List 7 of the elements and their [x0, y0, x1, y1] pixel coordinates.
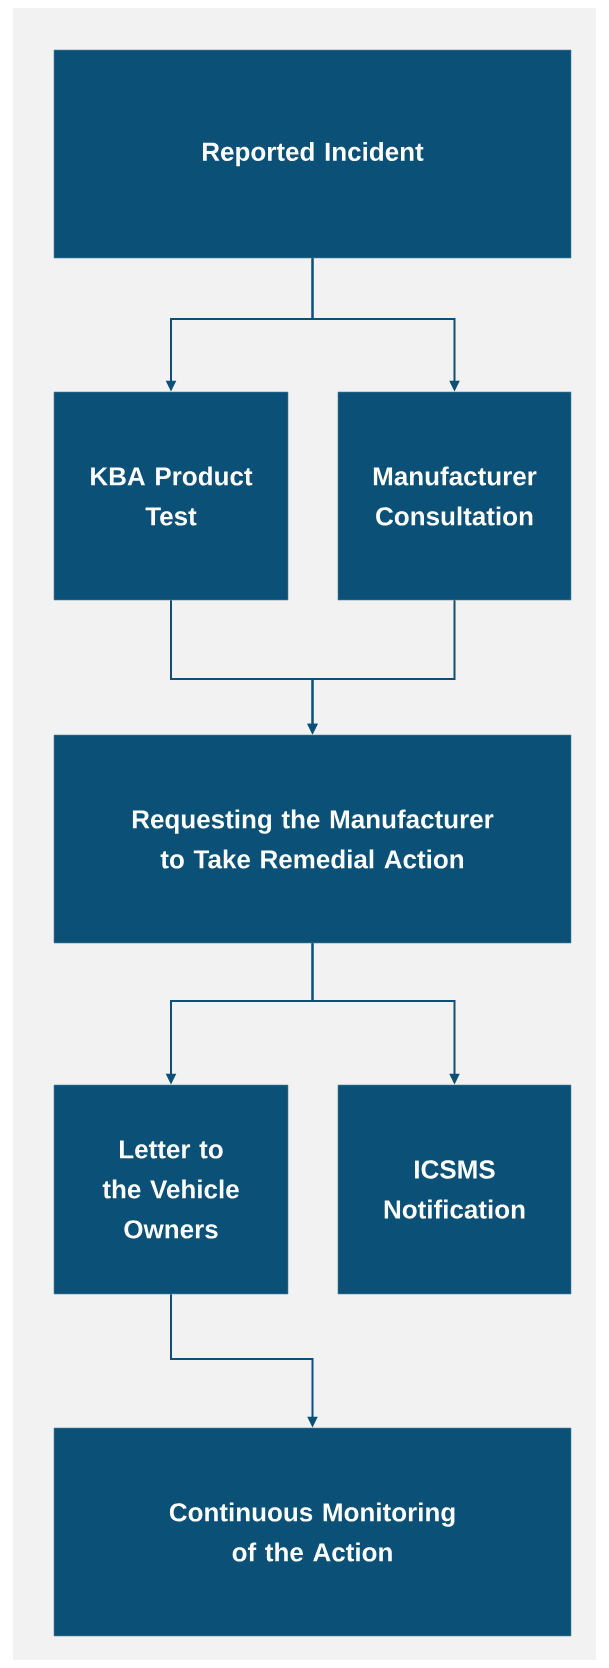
process-box: Reported Incident: [53, 49, 572, 259]
process-box: ICSMS Notification: [337, 1084, 572, 1295]
process-box: Manufacturer Consultation: [337, 391, 572, 601]
process-box: KBA Product Test: [53, 391, 289, 601]
process-box: Requesting the Manufacturer to Take Remedial Action: [53, 734, 572, 944]
process-box: Continuous Monitoring of the Action: [53, 1427, 572, 1637]
process-box: Letter to the Vehicle Owners: [53, 1084, 289, 1295]
